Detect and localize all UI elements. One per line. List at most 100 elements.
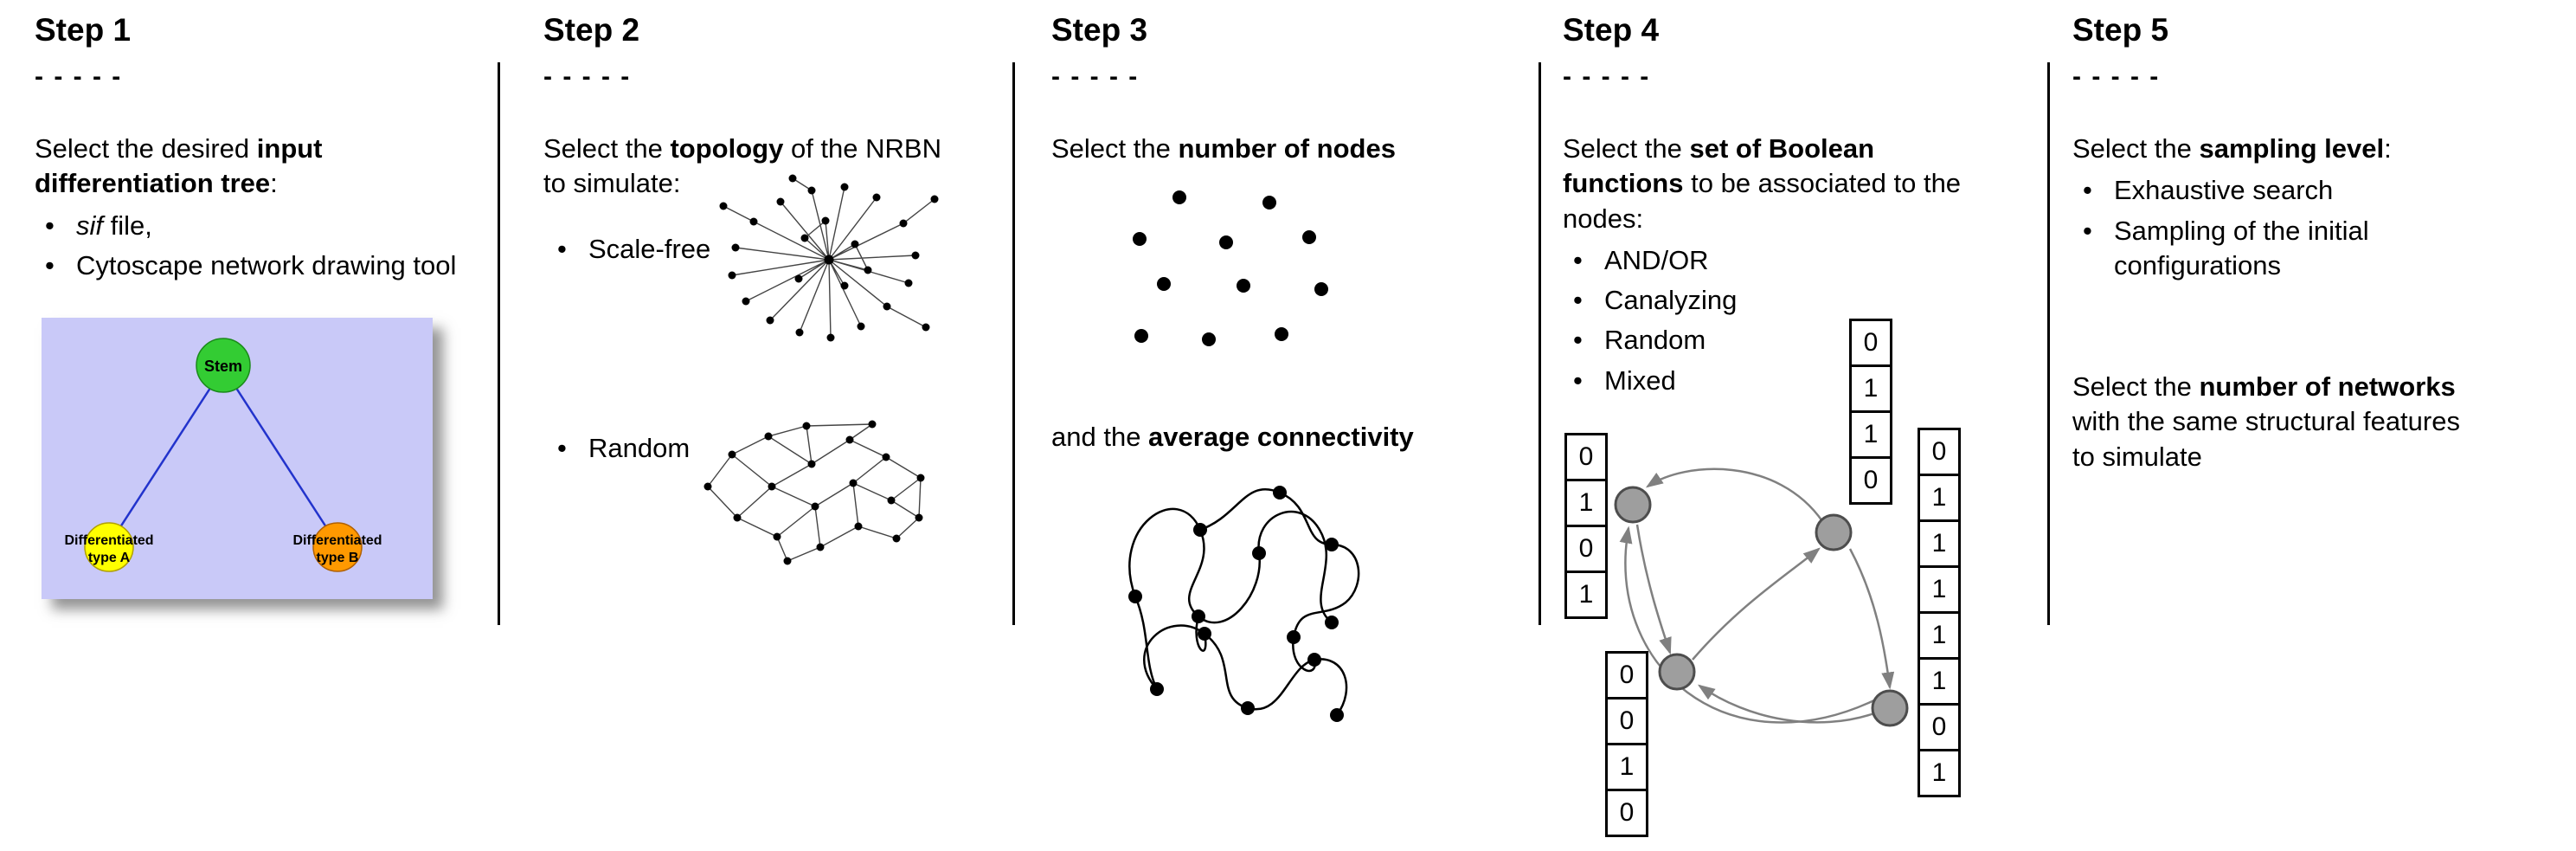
sif-italic: sif <box>76 210 103 241</box>
column-divider-2 <box>1012 62 1015 625</box>
random-network-illustration <box>703 420 925 565</box>
type-b-label-line1: Differentiated <box>292 533 382 548</box>
step4-bullet-list: AND/OR Canalyzing Random Mixed <box>1563 243 2034 398</box>
step2-bullet-random-text: Random <box>588 433 691 463</box>
step5-intro-bold: sampling level <box>2199 133 2385 164</box>
step5-bullet-sampling-text: Sampling of the initial configurations <box>2114 215 2369 280</box>
truth-table-cell: 1 <box>1564 571 1608 619</box>
nodes-scatter-illustration <box>1133 190 1328 347</box>
truth-table-top: 0 1 1 0 <box>1849 319 1892 505</box>
truth-table-cell: 0 <box>1605 789 1648 837</box>
step4-bullet-andor-text: AND/OR <box>1604 244 1709 275</box>
scatter-dots <box>1133 190 1328 347</box>
connectivity-curves <box>1128 487 1360 716</box>
step1-intro-prefix: Select the desired <box>35 133 257 164</box>
step4-bullet-random: Random <box>1563 323 2034 358</box>
step4-intro-prefix: Select the <box>1563 133 1690 164</box>
truth-table-cell: 0 <box>1918 428 1961 476</box>
differentiated-type-a-node <box>84 522 134 572</box>
truth-table-cell: 0 <box>1605 697 1648 745</box>
differentiation-tree-illustration: Stem Differentiated type A Differentiate… <box>42 318 433 600</box>
stem-label: Stem <box>204 358 242 375</box>
type-a-label-line2: type A <box>88 551 131 565</box>
step1-title: Step 1 <box>35 12 132 48</box>
step2-intro-bold: topology <box>670 133 784 164</box>
truth-table-cell: 1 <box>1918 749 1961 797</box>
truth-table-cell: 1 <box>1849 364 1892 413</box>
network-node-b <box>1815 513 1853 551</box>
connectivity-illustration <box>1128 485 1360 722</box>
tree-edge-a <box>107 367 225 545</box>
step5-bullet-list: Exhaustive search Sampling of the initia… <box>2072 173 2505 283</box>
step2-title: Step 2 <box>543 12 640 48</box>
step5-intro: Select the sampling level: <box>2072 132 2527 166</box>
step4-bullet-mixed-text: Mixed <box>1604 364 1676 396</box>
step1-bullet-sif-file: sif file, <box>35 209 472 243</box>
step4-bullet-andor: AND/OR <box>1563 243 2034 278</box>
step4-bullet-mixed: Mixed <box>1563 364 2034 398</box>
truth-table-cell: 0 <box>1605 651 1648 699</box>
step4-title: Step 4 <box>1563 12 1660 48</box>
step2-intro-prefix: Select the <box>543 133 671 164</box>
differentiated-type-b-node <box>312 522 363 572</box>
type-a-label-line1: Differentiated <box>64 533 153 548</box>
step1-dashes: - - - - - <box>35 62 123 91</box>
truth-table-cell: 0 <box>1849 319 1892 367</box>
step3-line2-prefix: and the <box>1051 422 1149 453</box>
step3-line2: and the average connectivity <box>1051 420 1523 455</box>
step1-bullet-cytoscape-text: Cytoscape network drawing tool <box>76 249 457 280</box>
type-b-label-line2: type B <box>317 551 359 565</box>
step4-dashes: - - - - - <box>1563 62 1651 91</box>
step1-bullet-list: sif file, Cytoscape network drawing tool <box>35 209 472 284</box>
truth-table-cell: 1 <box>1918 474 1961 522</box>
network-node-a <box>1614 486 1652 524</box>
step2-bullet-scale-free: Scale-free <box>547 227 710 267</box>
scale-free-network-illustration <box>719 174 939 342</box>
truth-table-cell: 0 <box>1849 456 1892 505</box>
step5-para2-suffix: with the same structural features to sim… <box>2072 406 2460 472</box>
step3-line1-bold: number of nodes <box>1178 133 1396 164</box>
random-network-edges <box>707 423 922 562</box>
truth-table-cell: 0 <box>1918 703 1961 751</box>
step3-title: Step 3 <box>1051 12 1148 48</box>
step5-dashes: - - - - - <box>2072 62 2161 91</box>
step1-intro-suffix: : <box>270 168 278 199</box>
column-divider-1 <box>498 62 500 625</box>
boolean-network-svg <box>1614 467 1909 727</box>
truth-table-cell: 1 <box>1918 565 1961 614</box>
differentiation-tree-svg: Stem Differentiated type A Differentiate… <box>42 318 433 600</box>
step4-bullet-canalyzing: Canalyzing <box>1563 283 2034 318</box>
column-divider-4 <box>2047 62 2050 625</box>
step4-intro-bold: set of Boolean functions <box>1563 133 1875 199</box>
truth-table-cell: 1 <box>1605 743 1648 791</box>
step4-intro-suffix: to be associated to the nodes: <box>1563 168 1962 234</box>
truth-table-cell: 1 <box>1918 611 1961 660</box>
boolean-network-edges <box>1619 467 1895 724</box>
step4-column: Step 4 - - - - - Select the set of Boole… <box>1563 0 2034 851</box>
truth-table-cell: 1 <box>1918 657 1961 706</box>
step2-dashes: - - - - - <box>543 62 632 91</box>
scale-free-nodes <box>719 174 939 342</box>
step1-column: Step 1 - - - - - Select the desired inpu… <box>35 0 472 600</box>
truth-table-cell: 0 <box>1564 525 1608 573</box>
truth-table-cell: 0 <box>1564 433 1608 481</box>
step1-intro: Select the desired input differentiation… <box>35 132 472 202</box>
boolean-network-illustration: 0 1 1 0 0 1 0 1 0 0 1 0 0 1 1 1 1 1 0 1 <box>1563 303 2034 848</box>
column-divider-3 <box>1539 62 1541 625</box>
step5-bullet-sampling: Sampling of the initial configurations <box>2072 214 2505 284</box>
truth-table-cell: 1 <box>1918 519 1961 568</box>
truth-table-right: 0 1 1 1 1 1 0 1 <box>1918 428 1961 797</box>
step5-bullet-exhaustive: Exhaustive search <box>2072 173 2505 208</box>
step3-line1: Select the number of nodes <box>1051 132 1523 166</box>
truth-table-cell: 1 <box>1849 410 1892 459</box>
stem-node <box>196 338 251 393</box>
step1-intro-bold: input differentiation tree <box>35 133 323 199</box>
step5-para2-prefix: Select the <box>2072 371 2200 403</box>
network-node-d <box>1871 689 1909 727</box>
step3-line1-prefix: Select the <box>1051 133 1179 164</box>
network-node-c <box>1658 653 1696 691</box>
step4-bullet-canalyzing-text: Canalyzing <box>1604 285 1738 316</box>
step5-intro-prefix: Select the <box>2072 133 2200 164</box>
step2-bullet-scale-free-text: Scale-free <box>588 234 711 264</box>
step2-intro-suffix: of the NRBN to simulate: <box>543 133 941 199</box>
